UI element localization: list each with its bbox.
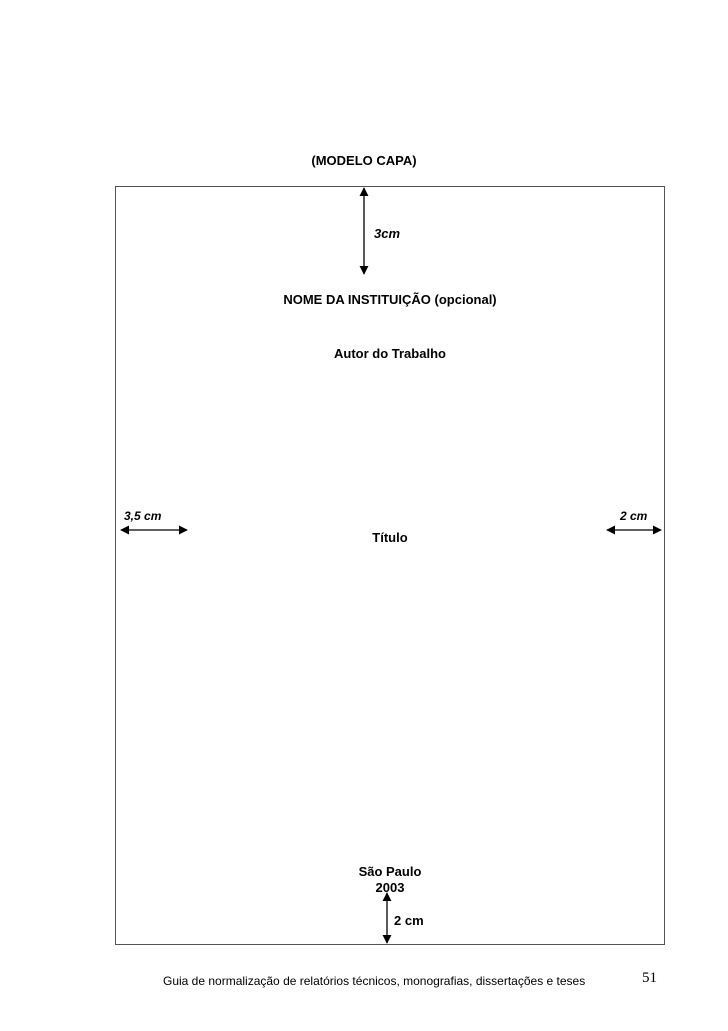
institution-name: NOME DA INSTITUIÇÃO (opcional) [283,292,497,307]
footer-text: Guia de normalização de relatórios técni… [163,974,586,988]
cover-frame [115,186,665,945]
top-margin-label: 3cm [374,226,401,241]
city-name: São Paulo [358,864,422,879]
left-margin-label: 3,5 cm [124,509,162,523]
page-number: 51 [642,970,657,986]
model-heading: (MODELO CAPA) [311,153,417,168]
year: 2003 [375,880,405,895]
author-name: Autor do Trabalho [334,346,446,361]
bottom-margin-label: 2 cm [394,913,424,928]
work-title: Título [372,530,408,545]
right-margin-label: 2 cm [620,509,648,523]
